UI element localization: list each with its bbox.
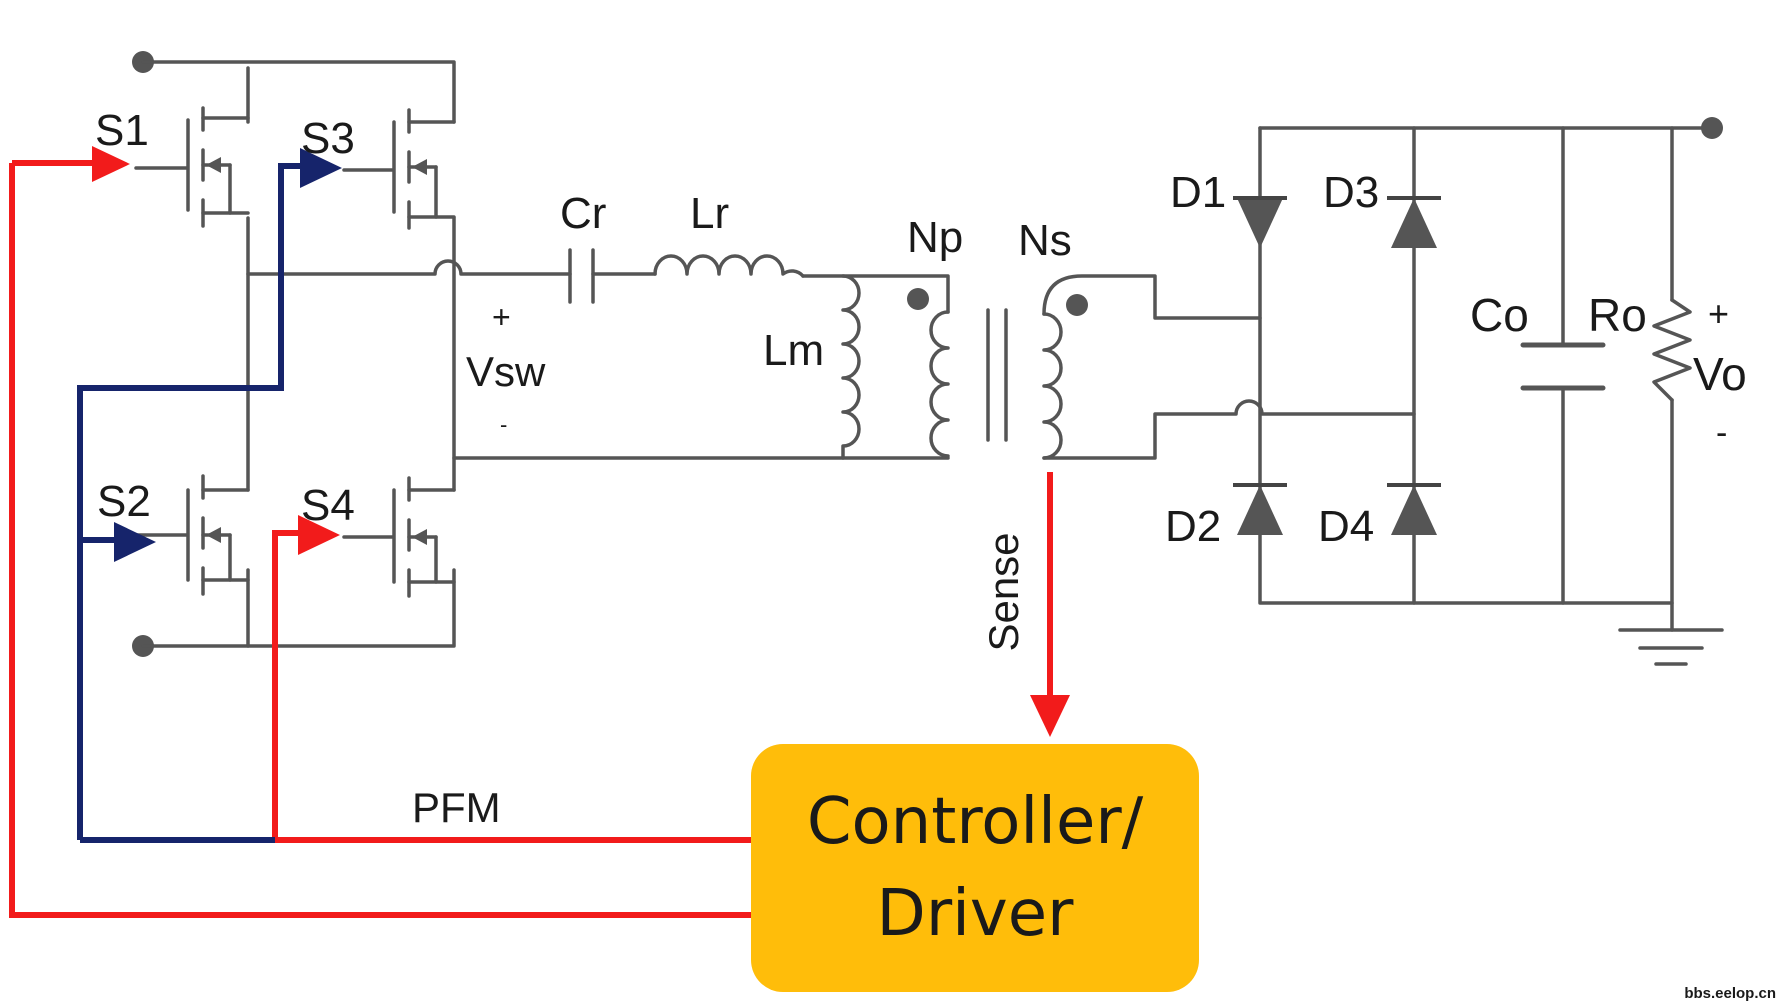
controller-label-line1: Controller/ [807, 785, 1144, 859]
label-cr: Cr [560, 189, 606, 238]
primary-polarity-dot [907, 288, 929, 310]
rectifier-output-wiring [1258, 117, 1723, 632]
watermark: bbs.eelop.cn [1684, 985, 1776, 1002]
label-s1: S1 [95, 106, 149, 155]
label-s4: S4 [301, 481, 355, 530]
arrow-to-s3 [300, 148, 342, 188]
full-bridge-wiring [132, 51, 950, 657]
secondary-polarity-dot [1066, 294, 1088, 316]
label-co: Co [1470, 289, 1529, 341]
diode-d2 [1233, 483, 1287, 535]
red-signal-lines [9, 160, 1053, 918]
controller-label-line2: Driver [877, 877, 1075, 951]
magnetizing-inductor-lm [841, 274, 861, 460]
label-vo-minus: - [1716, 414, 1727, 452]
label-sense: Sense [980, 532, 1027, 651]
diode-d3 [1387, 196, 1441, 248]
label-np: Np [907, 213, 963, 262]
label-d3: D3 [1323, 168, 1379, 217]
sense-arrow [1030, 695, 1070, 737]
label-d4: D4 [1318, 502, 1374, 551]
output-capacitor-co [1520, 342, 1606, 391]
primary-winding-np [907, 288, 950, 458]
controller-driver-block [751, 744, 1199, 992]
blue-signal-lines [77, 163, 302, 843]
transformer-core [986, 308, 1008, 442]
label-vsw-minus: - [500, 412, 507, 437]
label-vsw: Vsw [466, 348, 546, 395]
resonant-capacitor-cr [568, 248, 657, 304]
ground-symbol [1618, 628, 1724, 666]
label-vsw-plus: + [492, 299, 511, 335]
label-lr: Lr [690, 189, 729, 238]
mosfet-s4 [342, 476, 456, 598]
label-vo: Vo [1693, 348, 1747, 400]
label-s3: S3 [301, 114, 355, 163]
label-ns: Ns [1018, 216, 1072, 265]
secondary-winding-ns [1042, 274, 1416, 460]
label-s2: S2 [97, 477, 151, 526]
output-terminal [1701, 117, 1723, 139]
resonant-inductor-lr [653, 254, 950, 314]
diode-d4 [1387, 483, 1441, 535]
arrow-to-s2 [114, 522, 156, 562]
label-pfm: PFM [412, 784, 501, 831]
label-lm: Lm [763, 326, 824, 375]
mosfet-s2 [134, 474, 250, 596]
load-resistor-ro [1652, 298, 1692, 402]
mosfet-s1 [134, 106, 250, 228]
arrow-to-s4 [298, 515, 340, 555]
label-ro: Ro [1588, 289, 1647, 341]
arrow-to-s1 [92, 146, 130, 182]
label-d1: D1 [1170, 168, 1226, 217]
label-d2: D2 [1165, 502, 1221, 551]
mosfet-s3 [342, 108, 456, 230]
label-vo-plus: + [1708, 293, 1729, 334]
diode-d1 [1233, 196, 1287, 248]
